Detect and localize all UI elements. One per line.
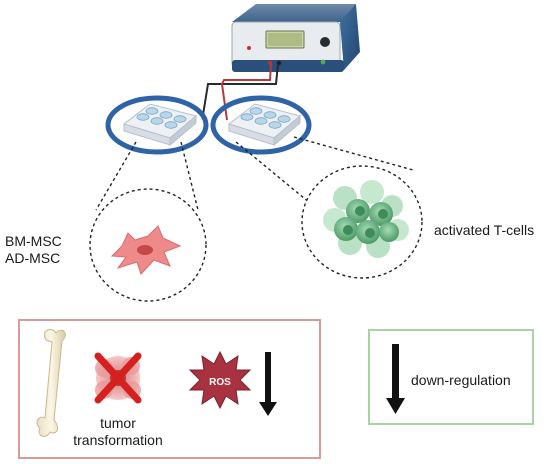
bone-icon	[36, 329, 66, 437]
cables	[202, 63, 279, 121]
tumor-label-line2: transformation	[73, 432, 163, 448]
tcell-zoom-circle	[301, 165, 423, 279]
well-plate-left	[105, 95, 209, 155]
legend-down-arrow-icon	[386, 344, 405, 414]
down-arrow-icon	[259, 352, 277, 416]
tcells-label: activated T-cells	[434, 222, 535, 238]
effects-box	[18, 319, 321, 459]
well-plate-right	[210, 95, 312, 155]
msc-label-line2: AD-MSC	[5, 250, 61, 266]
power-supply-device	[231, 4, 360, 72]
x-cross-icon	[94, 352, 142, 404]
ros-burst-icon	[188, 350, 252, 410]
tumor-label-line1: tumor	[100, 415, 136, 431]
msc-label-line1: BM-MSC	[5, 233, 62, 249]
legend-box	[368, 329, 534, 425]
msc-zoom-circle	[89, 188, 207, 302]
legend-downreg-label: down-regulation	[411, 372, 511, 388]
tcell-cluster-icon	[323, 180, 409, 258]
zoom-connectors	[95, 136, 414, 211]
ros-label: ROS	[209, 377, 231, 388]
